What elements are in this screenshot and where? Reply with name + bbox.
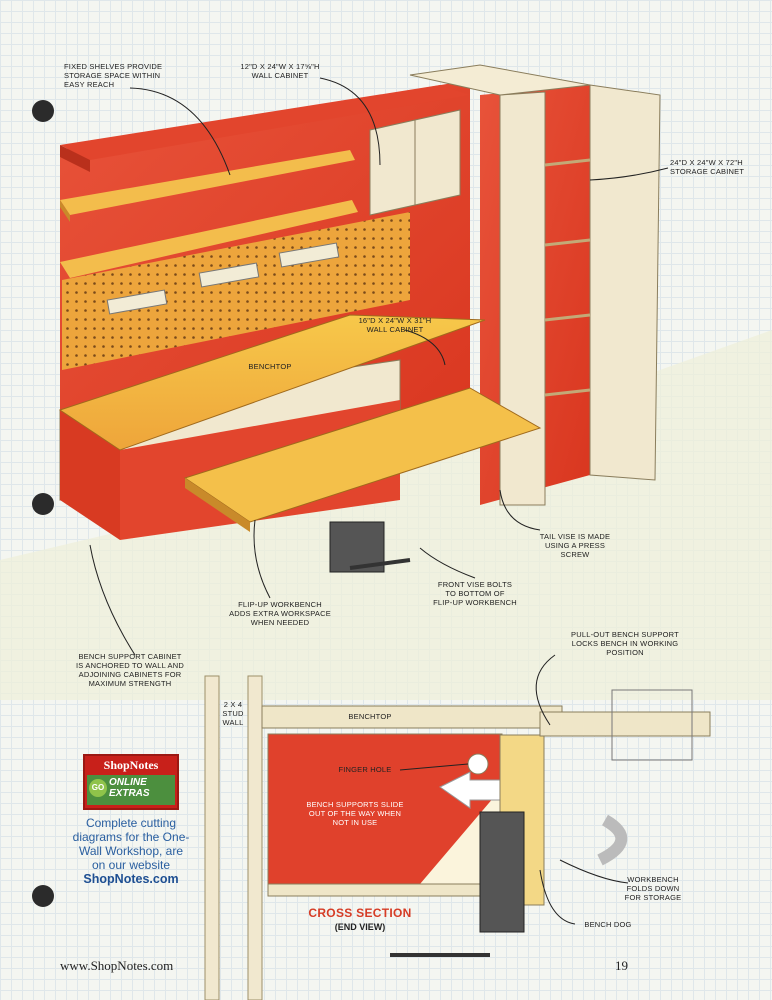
callout-bench-support-cabinet: BENCH SUPPORT CABINET IS ANCHORED TO WAL… — [76, 652, 184, 688]
cs-pull-out-support — [539, 711, 711, 737]
wood-shelf-lower — [60, 200, 358, 278]
cs-label-bench-dog: BENCH DOG — [584, 920, 632, 929]
callout-flip-up-workbench: FLIP-UP WORKBENCH ADDS EXTRA WORKSPACE W… — [229, 600, 331, 627]
shopnotes-link[interactable]: ShopNotes.com — [83, 872, 179, 886]
online-extras-promo: ShopNotes GO ONLINE EXTRAS Complete cutt… — [72, 754, 190, 886]
footer-url[interactable]: www.ShopNotes.com — [60, 958, 174, 973]
binder-hole-middle — [32, 493, 54, 515]
light-fixture-middle — [198, 262, 260, 288]
callout-benchtop: BENCHTOP — [248, 362, 292, 371]
callout-pull-out-support: PULL-OUT BENCH SUPPORT LOCKS BENCH IN WO… — [571, 630, 679, 657]
promo-description: Complete cutting diagrams for the One-Wa… — [72, 816, 190, 872]
cross-section-subtitle: (END VIEW) — [334, 922, 386, 932]
cs-label-bench-supports: BENCH SUPPORTS SLIDE OUT OF THE WAY WHEN… — [306, 800, 404, 827]
benchtop-surface — [58, 314, 486, 451]
finger-hole — [467, 753, 489, 775]
base-cabinet-side — [60, 410, 120, 540]
cs-bottom-panel — [267, 883, 509, 897]
callout-fixed-shelves: FIXED SHELVES PROVIDE STORAGE SPACE WITH… — [64, 62, 163, 89]
cs-label-benchtop: BENCHTOP — [348, 712, 392, 721]
cs-label-finger-hole: FINGER HOLE — [338, 765, 392, 774]
callout-storage-cabinet: 24"D x 24"W x 72"H STORAGE CABINET — [670, 158, 745, 176]
callout-tail-vise: TAIL VISE IS MADE USING A PRESS SCREW — [539, 532, 611, 559]
callout-front-vise: FRONT VISE BOLTS TO BOTTOM OF FLIP-UP WO… — [433, 580, 517, 607]
cross-section-title: CROSS SECTION — [308, 906, 412, 920]
online-extras-text: ONLINE EXTRAS — [109, 777, 150, 799]
callout-upper-wall-cabinet: 12"D x 24"W x 17⅝"H WALL CABINET — [240, 62, 320, 80]
storage-cabinet-face — [499, 91, 546, 506]
cs-benchtop — [261, 705, 563, 729]
storage-cabinet-door — [589, 84, 661, 481]
wood-shelf-upper — [60, 150, 355, 215]
callout-mid-wall-cabinet: 16"D x 24"W x 31"H WALL CABINET — [358, 316, 432, 334]
light-fixture-left — [106, 289, 168, 315]
top-shelf — [60, 85, 470, 160]
cs-label-workbench-folds: WORKBENCH FOLDS DOWN FOR STORAGE — [624, 875, 682, 902]
cs-tail-vise — [611, 689, 693, 761]
shopnotes-logo-text: ShopNotes — [103, 758, 159, 772]
go-icon: GO — [89, 779, 107, 797]
page-number: 19 — [615, 958, 628, 973]
binder-hole-bottom — [32, 885, 54, 907]
stud-right — [247, 675, 263, 1000]
shopnotes-badge: ShopNotes GO ONLINE EXTRAS — [83, 754, 179, 810]
stud-left — [204, 675, 220, 1000]
binder-hole-top — [32, 100, 54, 122]
fold-down-arrow — [597, 814, 628, 866]
cs-label-stud-wall: 2 x 4 STUD WALL — [222, 700, 244, 727]
cs-front-vise — [479, 811, 525, 933]
light-fixture-right — [278, 242, 340, 268]
